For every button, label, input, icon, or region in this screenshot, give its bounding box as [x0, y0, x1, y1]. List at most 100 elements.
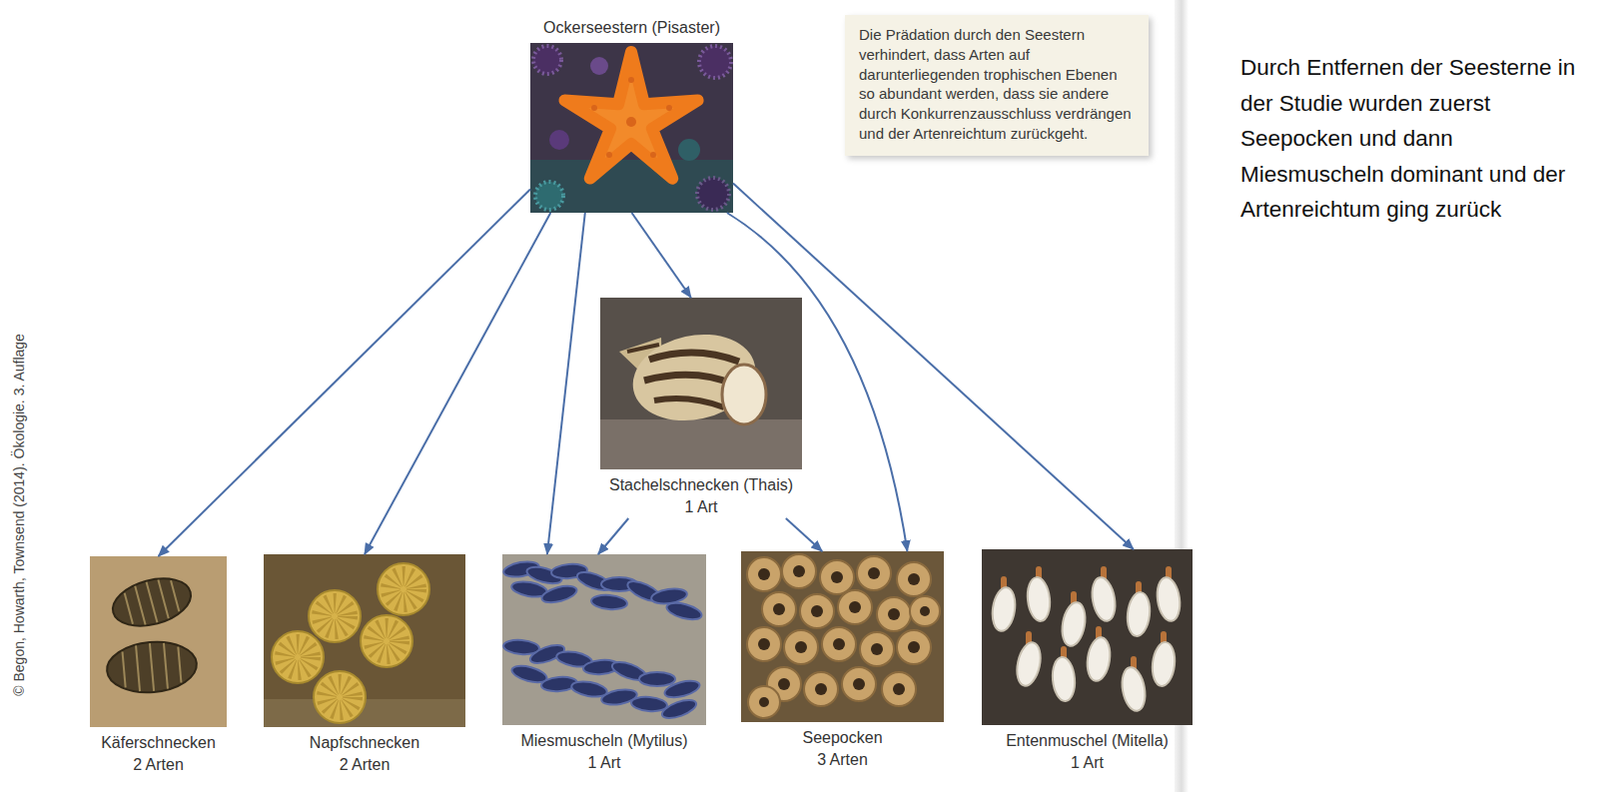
mussel-photo: [660, 696, 700, 722]
photo-frame: [263, 554, 466, 728]
node-title: Ockerseestern (Pisaster): [543, 16, 721, 39]
photo-frame: [89, 556, 227, 728]
barnacle-photo: [795, 641, 807, 654]
whelk-photo: [654, 398, 725, 408]
limpet-photo: [313, 671, 366, 724]
prey-node: Napfschnecken2 Arten: [263, 554, 466, 777]
barnacle-photo: [814, 683, 827, 696]
species-count: 2 Arten: [132, 754, 184, 777]
limpet-photo: [263, 554, 466, 728]
mussel-photo: [665, 600, 704, 624]
starfish-photo: [535, 181, 564, 210]
barnacle-photo: [852, 678, 865, 691]
goose-barnacle-photo: [1150, 641, 1177, 688]
barnacle-photo: [759, 697, 770, 708]
limpet-photo: [308, 590, 361, 643]
chiton-photo: [89, 556, 227, 728]
starfish-photo: [530, 159, 734, 213]
photo-frame: [600, 297, 802, 470]
mussel-photo: [639, 672, 676, 687]
goose-barnacle-photo: [981, 549, 1193, 726]
starfish-photo: [530, 42, 734, 213]
starfish-photo: [626, 116, 637, 127]
whelk-photo: [649, 352, 740, 362]
goose-barnacle-photo: [1125, 591, 1152, 638]
goose-barnacle-photo: [1050, 656, 1077, 703]
chiton-photo: [163, 643, 168, 690]
node-title: Miesmuscheln (Mytilus): [520, 730, 688, 753]
prey-node: Käferschnecken2 Arten: [89, 556, 227, 777]
barnacle-photo: [819, 560, 854, 595]
limpet-photo: [321, 603, 348, 630]
node-title: Napfschnecken: [309, 732, 420, 755]
limpet-photo: [263, 554, 466, 728]
starfish-photo: [650, 151, 657, 158]
barnacle-photo: [867, 567, 880, 580]
starfish-photo: [564, 51, 698, 179]
barnacle-photo: [848, 601, 861, 614]
whelk-photo: [644, 374, 735, 385]
barnacle-photo: [830, 571, 843, 584]
barnacle-photo: [793, 565, 805, 578]
whelk-photo: [627, 344, 660, 352]
starfish-photo: [590, 56, 609, 75]
chiton-photo: [157, 580, 168, 620]
starfish-photo: [606, 151, 613, 158]
chiton-photo: [107, 570, 197, 634]
barnacle-photo: [803, 672, 838, 707]
barnacle-photo: [747, 554, 940, 719]
barnacle-photo: [887, 608, 900, 621]
note-box: Die Prädation durch den Seestern verhind…: [844, 14, 1149, 156]
species-count: 1 Art: [685, 496, 719, 519]
starfish-photo: [530, 42, 734, 213]
node-title: Käferschnecken: [100, 732, 216, 755]
goose-barnacle-photo: [989, 586, 1018, 634]
whelk-photo: [600, 419, 802, 470]
starfish-photo: [591, 104, 598, 111]
barnacle-photo: [741, 551, 944, 723]
barnacle-photo: [907, 573, 920, 586]
food-web-arrow: [786, 518, 822, 552]
species-count: 2 Arten: [339, 754, 391, 777]
chiton-photo: [124, 593, 133, 625]
barnacle-photo: [741, 551, 944, 723]
barnacle-photo: [919, 606, 930, 617]
limpet-photo: [271, 631, 324, 684]
barnacle-photo: [758, 638, 771, 651]
goose-barnacle-photo: [1025, 576, 1052, 623]
barnacle-photo: [837, 590, 872, 625]
limpet-photo: [373, 628, 400, 655]
starfish-photo: [533, 45, 562, 74]
mussel-photo: [590, 593, 628, 611]
starfish-photo: [666, 104, 673, 111]
barnacle-photo: [747, 627, 782, 662]
limpet-photo: [377, 563, 430, 616]
barnacle-photo: [782, 554, 816, 589]
barnacle-photo: [907, 641, 920, 654]
barnacle-photo: [778, 678, 791, 691]
barnacle-photo: [758, 565, 930, 708]
food-web-arrow: [364, 212, 551, 555]
chiton-photo: [146, 582, 158, 624]
chiton-photo: [104, 638, 199, 697]
chiton-photo: [104, 638, 199, 697]
chiton-photo: [177, 647, 181, 684]
barnacle-photo: [892, 683, 905, 696]
limpet-photo: [284, 644, 311, 671]
predator-node: Ockerseestern (Pisaster): [530, 16, 734, 213]
chiton-photo: [149, 643, 154, 692]
photo-frame: [741, 551, 944, 723]
goose-barnacle-photo: [989, 575, 1183, 713]
barnacle-photo: [870, 643, 883, 656]
goose-barnacle-photo: [1118, 665, 1148, 713]
barnacle-photo: [896, 562, 931, 597]
barnacle-photo: [747, 557, 782, 592]
note-text: Die Prädation durch den Seestern verhind…: [858, 24, 1135, 144]
barnacle-photo: [773, 603, 786, 616]
barnacle-photo: [758, 568, 771, 581]
barnacle-photo: [859, 632, 894, 667]
chiton-photo: [107, 570, 197, 634]
barnacle-photo: [762, 592, 797, 627]
photo-frame: [502, 554, 707, 726]
